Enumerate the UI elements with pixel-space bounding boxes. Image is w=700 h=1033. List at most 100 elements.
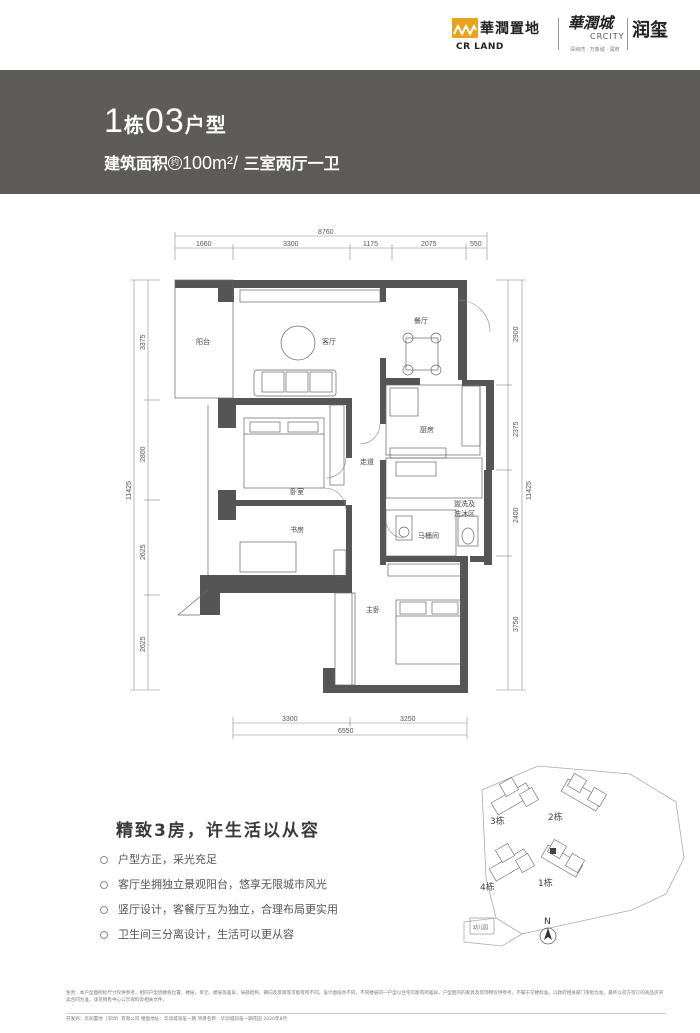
dim-right-3: 2400 [513,507,520,523]
feature-text: 卫生间三分离设计，生活可以更从容 [118,928,294,941]
room-label-living: 客厅 [322,337,336,346]
feature-text: 竖厅设计，客餐厅互为独立，合理布局更实用 [118,903,338,916]
building-number: 1 [104,102,124,140]
room-label-study: 书房 [290,525,304,534]
tv-cabinet-icon [239,289,381,303]
room-label-bedroom: 卧室 [290,487,304,496]
crland-mark-icon [452,18,478,38]
door-arc-icon [457,299,491,333]
kitchen-counter-icon [389,385,481,459]
unit-number: 03 [144,102,185,140]
north-label: N [544,917,551,927]
bullet-icon [100,931,108,939]
crland-logo: 華潤置地 CR LAND [452,14,552,58]
dim-bottom-2: 3250 [400,716,416,723]
right-dimension-lines [496,279,526,691]
sofa-icon [253,369,337,397]
room-label-kitchen: 厨房 [420,425,434,434]
dim-left-total: 11425 [126,481,133,500]
area-value: 100m²/ [182,153,239,173]
room-label-wash: 盥洗及 [454,499,475,508]
header-divider [558,18,559,50]
dim-left-4: 2625 [140,636,147,652]
bullet-icon [100,881,108,889]
layout-text: 三室两厅一卫 [243,154,340,173]
site-map: 3栋 2栋 4栋 1栋 幼儿园 N [463,765,685,947]
bullet-icon [100,906,108,914]
room-label-toilet: 马桶间 [418,531,439,540]
master-bed-icon [387,563,463,665]
left-dimension-lines [130,279,160,691]
dim-left-3: 2625 [140,544,147,560]
header-bar: 華潤置地 CR LAND 華潤城 CRCITY 深圳湾 · 万象城 · 润府 润… [0,0,700,70]
feature-item: 户型方正，采光充足 [100,852,338,877]
dim-top-total: 8760 [318,229,334,236]
site-boundary [481,765,685,935]
footer-divider [66,1013,666,1014]
building-label-3: 3栋 [490,815,505,827]
feature-text: 户型方正，采光充足 [118,853,217,866]
feature-item: 卫生间三分离设计，生活可以更从容 [100,927,338,952]
crland-name: 華潤置地 [480,21,540,37]
dim-left-1: 3375 [140,334,147,350]
runxi-logo: 润玺 [632,20,668,41]
crcity-logo: 華潤城 CRCITY 深圳湾 · 万象城 · 润府 [568,10,624,60]
crcity-english: CRCITY [590,32,625,41]
footer-text: 开发商：华润置地（深圳）有限公司 楼盘地址：华润城润玺一期 项目名称：华润城润玺… [66,1017,288,1022]
feature-item: 竖厅设计，客餐厅互为独立，合理布局更实用 [100,902,338,927]
dim-bottom-total: 6550 [338,728,354,735]
kindergarten-block [469,917,495,935]
site-boundary-extension [463,917,523,947]
dim-left-2: 2800 [140,446,147,462]
walls [175,280,494,693]
bathroom-fixtures-icon [395,461,479,547]
features-title: 精致3房，许生活以从容 [116,821,320,841]
area-prefix: 约 [168,156,183,170]
dim-right-2: 2375 [513,421,520,437]
desk-icon [239,541,347,577]
header-divider [627,18,628,50]
building-1-icon [540,839,585,878]
building-label-4: 4栋 [480,881,495,893]
disclaimer-text: 免责：本户型图所标尺寸仅供参考，相同户型因楼栋位置、楼层、单元、楼层等差异，局部… [66,991,664,1003]
door-arcs [323,423,405,539]
dim-right-1: 2900 [513,326,520,342]
crland-english: CR LAND [456,42,504,52]
room-label-balcony: 阳台 [196,337,210,346]
unit-title: 1栋03户型 [104,102,227,141]
building-2-icon [560,773,607,812]
top-dimension-lines [174,232,488,260]
feature-text: 客厅坐拥独立景观阳台，悠享无限城市风光 [118,878,327,891]
room-label-shower: 洗沐区 [454,509,475,518]
room-label-dining: 餐厅 [414,316,428,325]
feature-item: 客厅坐拥独立景观阳台，悠享无限城市风光 [100,877,338,902]
unit-highlight-icon [550,848,556,854]
dim-top-5: 550 [470,241,482,248]
dim-right-total: 11425 [526,481,533,500]
unit-type-suffix: 户型 [184,113,227,137]
north-arrow-icon [539,927,557,945]
features-list: 户型方正，采光充足 客厅坐拥独立景观阳台，悠享无限城市风光 竖厅设计，客餐厅互为… [100,852,338,952]
crcity-tagline: 深圳湾 · 万象城 · 润府 [570,47,620,53]
dining-table-icon [402,332,442,376]
dim-bottom-1: 3300 [282,716,298,723]
crcity-name: 華潤城 [568,14,614,32]
building-suffix: 栋 [123,113,145,137]
dim-right-4: 3750 [513,616,520,632]
floor-plan: 8760 1660 3300 1175 2075 550 3375 2800 2… [126,229,533,739]
kindergarten-label: 幼儿园 [473,924,488,931]
room-label-master: 主卧 [366,605,380,614]
dim-top-1: 1660 [196,241,212,248]
bed-icon [243,404,345,489]
dim-top-2: 3300 [283,241,299,248]
bottom-dimension-lines [232,717,468,739]
unit-banner [0,70,700,194]
building-label-1: 1栋 [538,877,553,889]
building-4-icon [488,843,535,882]
coffee-table-icon [280,325,316,361]
room-label-corridor: 走道 [360,457,374,466]
building-label-2: 2栋 [548,811,563,823]
bullet-icon [100,856,108,864]
dim-top-4: 2075 [421,241,437,248]
